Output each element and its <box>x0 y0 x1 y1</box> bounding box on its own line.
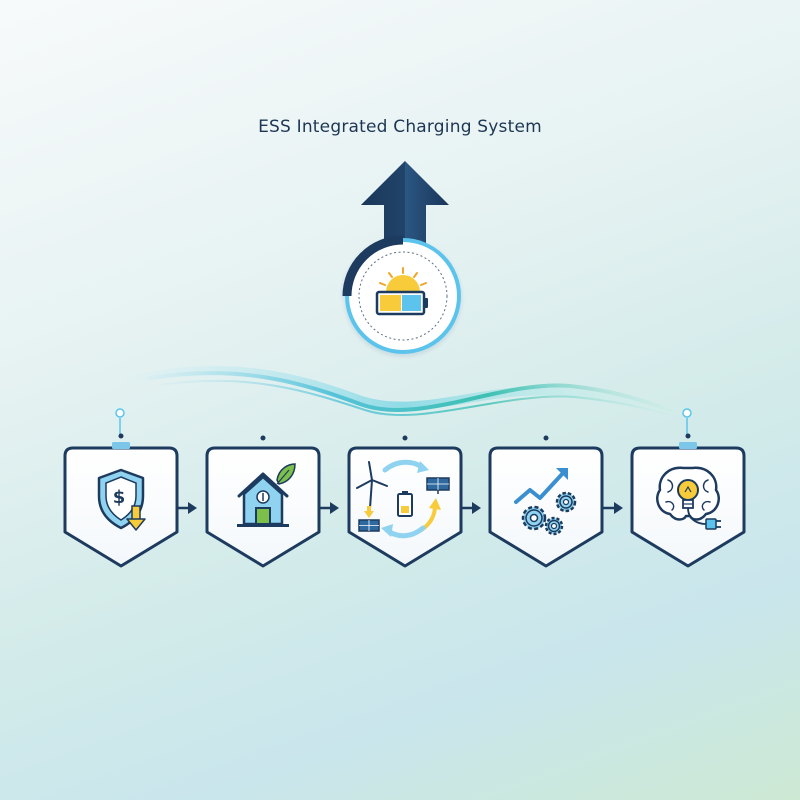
step-card-3 <box>347 435 463 568</box>
connector-arrow-1 <box>175 502 197 514</box>
connector-arrow-4 <box>601 502 623 514</box>
eco-home-icon <box>237 463 296 527</box>
renewable-cycle-icon <box>356 459 450 539</box>
connector-arrow-2 <box>317 502 339 514</box>
energy-wave <box>125 365 680 417</box>
brain-bulb-plug-icon <box>656 466 721 530</box>
shield-dollar-down-icon: $ <box>97 468 146 531</box>
end-pin-right <box>682 408 692 436</box>
step-card-5 <box>630 433 746 568</box>
growth-gears-icon <box>514 468 577 536</box>
step-card-4 <box>488 435 604 568</box>
connector-arrow-3 <box>459 502 481 514</box>
end-pin-left <box>115 408 125 436</box>
solar-battery-icon <box>375 267 428 316</box>
step-card-2 <box>205 435 321 568</box>
diagram-title: ESS Integrated Charging System <box>258 117 542 137</box>
svg-text:$: $ <box>113 487 126 508</box>
step-card-1: $ <box>63 433 179 568</box>
up-arrow-icon <box>361 161 449 248</box>
